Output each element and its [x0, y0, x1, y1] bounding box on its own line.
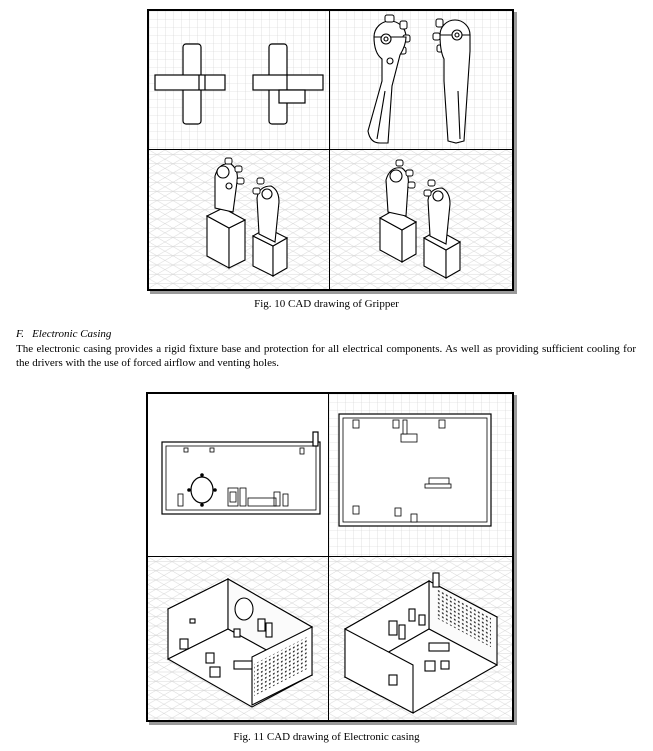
gripper-isometric-right [330, 150, 512, 289]
casing-isometric-right [329, 557, 512, 720]
section-title: Electronic Casing [32, 328, 112, 340]
gripper-isometric-left [149, 150, 329, 289]
section-heading: F. Electronic Casing [16, 327, 111, 341]
gripper-side-view [330, 11, 512, 149]
gripper-front-view [149, 11, 329, 149]
figure-10-caption: Fig. 10 CAD drawing of Gripper [254, 298, 399, 310]
section-number: F. [16, 328, 25, 340]
casing-top-view [329, 394, 512, 556]
casing-front-view [148, 394, 328, 556]
section-paragraph: The electronic casing provides a rigid f… [16, 343, 636, 369]
casing-cad-figure [146, 392, 514, 722]
casing-isometric-left [148, 557, 328, 720]
gripper-cad-figure [147, 9, 514, 291]
figure-11-caption: Fig. 11 CAD drawing of Electronic casing [233, 731, 420, 743]
